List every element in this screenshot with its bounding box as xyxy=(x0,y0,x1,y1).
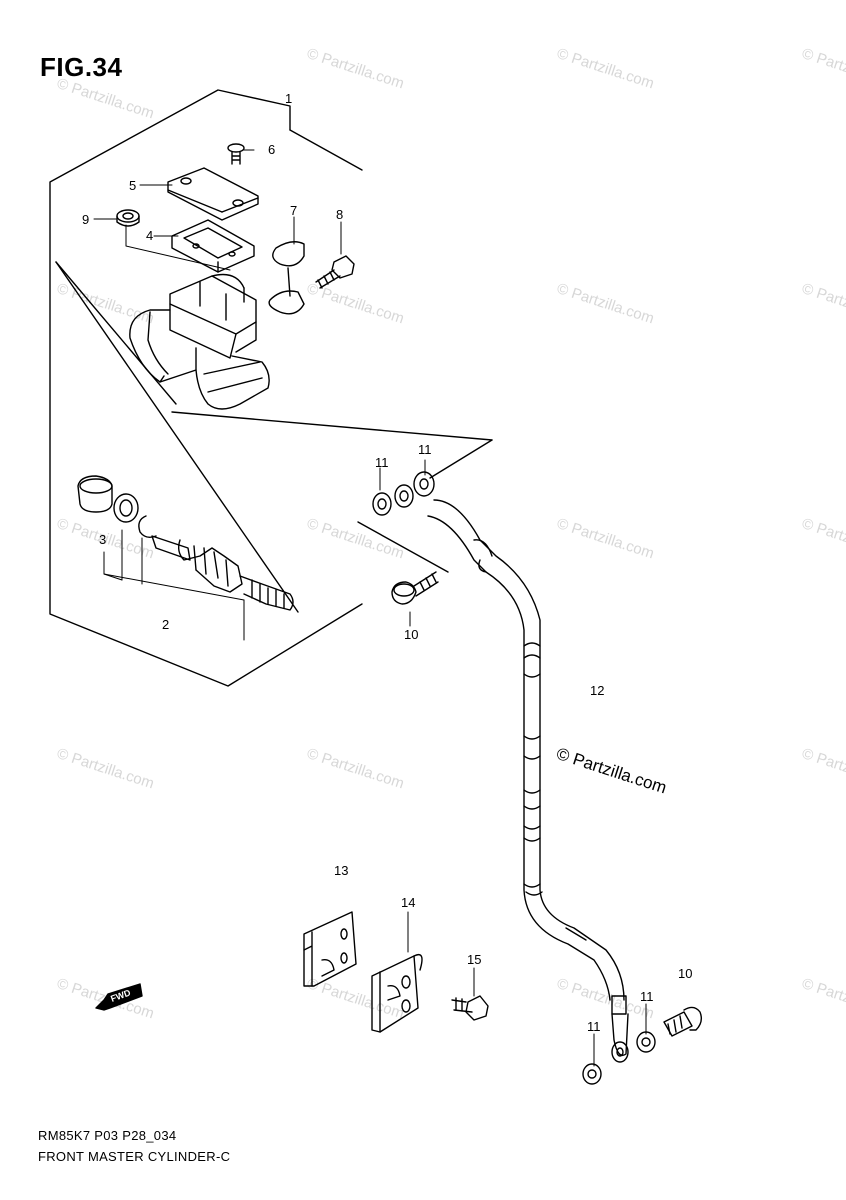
callout-11-d: 11 xyxy=(640,989,654,1004)
callout-11-b: 11 xyxy=(418,442,432,457)
callout-8: 8 xyxy=(336,207,344,222)
guide-clamp xyxy=(371,953,423,1033)
fwd-arrow-icon: FWD xyxy=(95,983,143,1011)
washers-lower xyxy=(582,1031,656,1085)
boot-cap xyxy=(116,209,140,227)
washers-upper xyxy=(372,471,435,516)
reservoir-cap xyxy=(167,167,259,221)
banjo-bolt-lower xyxy=(663,1006,703,1037)
banjo-bolt-upper xyxy=(391,571,439,605)
callout-6: 6 xyxy=(268,142,276,157)
cap-screw xyxy=(227,143,245,165)
callout-15: 15 xyxy=(467,952,482,967)
diagram-code: RM85K7 P03 P28_034 xyxy=(38,1128,177,1143)
callout-9: 9 xyxy=(82,212,90,227)
callout-3: 3 xyxy=(99,532,107,547)
brake-hose xyxy=(427,499,629,1063)
assembly-outline xyxy=(49,89,493,687)
callout-14: 14 xyxy=(401,895,416,910)
piston-kit xyxy=(77,475,294,611)
diagram-description: FRONT MASTER CYLINDER-C xyxy=(38,1149,231,1164)
callout-2: 2 xyxy=(162,617,170,632)
callout-7: 7 xyxy=(290,203,298,218)
leader-lines xyxy=(93,149,647,1067)
callout-4: 4 xyxy=(146,228,154,243)
clamp-bolt xyxy=(315,255,355,289)
callout-11-a: 11 xyxy=(375,455,389,470)
hose-guide xyxy=(303,911,357,987)
callout-5: 5 xyxy=(129,178,137,193)
callout-13: 13 xyxy=(334,863,349,878)
figure-title: FIG.34 xyxy=(40,52,123,82)
handlebar-clamp xyxy=(268,241,305,315)
callout-1: 1 xyxy=(285,91,293,106)
callout-10-upper: 10 xyxy=(404,627,419,642)
callout-10-lower: 10 xyxy=(678,966,693,981)
callout-11-c: 11 xyxy=(587,1019,601,1034)
diaphragm-plate xyxy=(171,219,255,273)
guide-bolt xyxy=(451,995,489,1021)
callout-12: 12 xyxy=(590,683,605,698)
master-cylinder-body xyxy=(129,273,270,410)
